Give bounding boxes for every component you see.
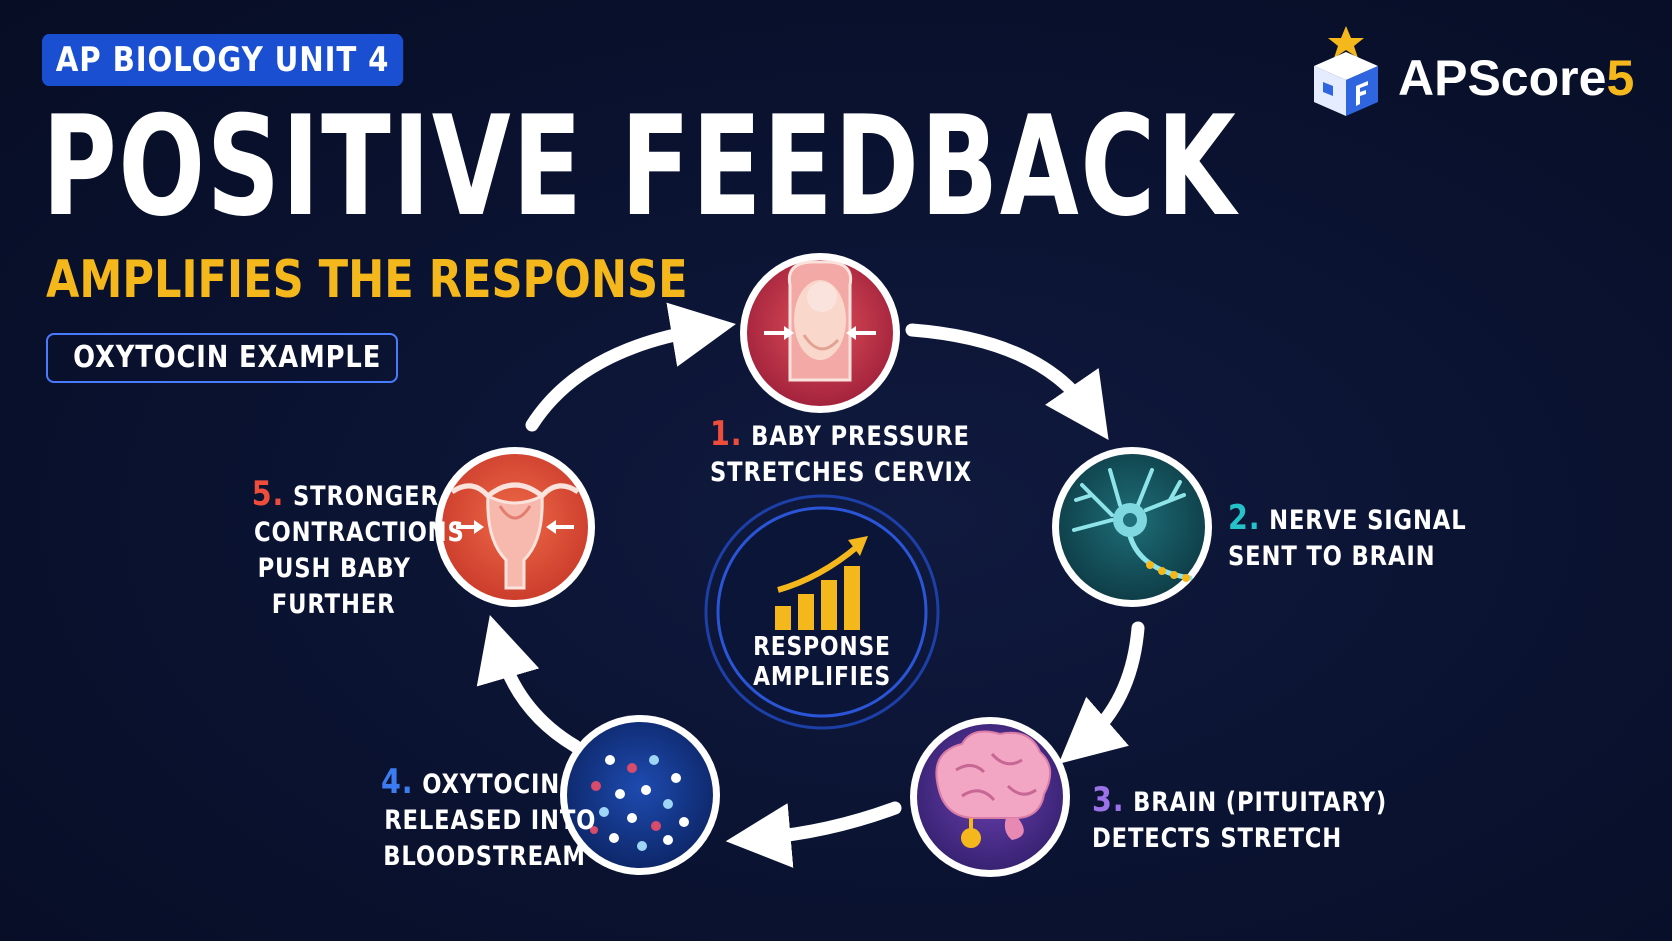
center-line-2: AMPLIFIES (753, 662, 891, 692)
center-line-1: RESPONSE (753, 632, 891, 662)
step-4-number: 4. (381, 762, 414, 802)
arrow-5-to-1 (525, 302, 736, 432)
center-caption: RESPONSE AMPLIFIES (722, 632, 922, 692)
example-tag: OXYTOCIN EXAMPLE (46, 333, 398, 383)
step-2-number: 2. (1228, 498, 1261, 538)
step-3-label: 3. BRAIN (PITUITARY) DETECTS STRETCH (1092, 782, 1443, 857)
example-tag-label: OXYTOCIN EXAMPLE (73, 340, 382, 375)
step-4-node (560, 715, 720, 875)
cycle-arrows (476, 302, 1145, 868)
brain-pituitary-icon (935, 730, 1051, 848)
step-3-line-1: BRAIN (PITUITARY) (1133, 787, 1388, 818)
page-subtitle: AMPLIFIES THE RESPONSE (46, 250, 688, 310)
center-hub (704, 494, 940, 730)
step-5-line-3: PUSH BABY (257, 553, 411, 584)
rising-bar-chart-icon (775, 536, 868, 630)
brand-name: APScore (1398, 50, 1607, 106)
fetus-in-uterus-icon (764, 260, 876, 382)
myelin-dots (1146, 561, 1190, 582)
page-title: POSITIVE FEEDBACK (42, 86, 1238, 247)
star-cube-logo-icon (1314, 26, 1378, 116)
brand-wordmark: APScore5 (1398, 48, 1634, 108)
arrow-2-to-3 (1058, 621, 1145, 764)
step-5-label: 5. STRONGER CONTRACTIONS PUSH BABY FURTH… (234, 474, 464, 623)
step-4-line-3: BLOODSTREAM (383, 841, 586, 872)
unit-badge: AP BIOLOGY UNIT 4 (42, 34, 404, 86)
step-5-line-2: CONTRACTIONS (254, 517, 465, 548)
arrow-4-to-5 (476, 615, 582, 753)
step-2-label: 2. NERVE SIGNAL SENT TO BRAIN (1228, 500, 1512, 575)
step-3-line-2: DETECTS STRETCH (1092, 823, 1343, 854)
arrow-1-to-2 (905, 323, 1109, 441)
step-2-line-1: NERVE SIGNAL (1269, 505, 1467, 536)
step-1-line-2: STRETCHES CERVIX (710, 457, 973, 488)
step-1-node (740, 253, 900, 413)
brand-number: 5 (1606, 50, 1635, 106)
step-1-line-1: BABY PRESSURE (751, 421, 970, 452)
step-4-line-2: RELEASED INTO (384, 805, 597, 836)
uterus-contraction-icon (450, 482, 580, 590)
blood-molecules-icon (590, 755, 689, 851)
step-4-label: 4. OXYTOCIN RELEASED INTO BLOODSTREAM (364, 762, 595, 875)
step-4-line-1: OXYTOCIN (422, 769, 561, 800)
step-5-line-1: STRONGER (292, 481, 439, 512)
step-5-number: 5. (251, 474, 285, 514)
step-2-line-2: SENT TO BRAIN (1228, 541, 1436, 572)
step-5-line-4: FURTHER (272, 589, 396, 620)
step-1-number: 1. (710, 414, 743, 454)
step-2-node (1052, 447, 1212, 607)
step-3-number: 3. (1092, 780, 1125, 820)
step-3-node (910, 717, 1070, 877)
arrow-3-to-4 (725, 801, 902, 868)
step-5-node (435, 447, 595, 607)
step-1-label: 1. BABY PRESSURE STRETCHES CERVIX (710, 416, 1022, 491)
